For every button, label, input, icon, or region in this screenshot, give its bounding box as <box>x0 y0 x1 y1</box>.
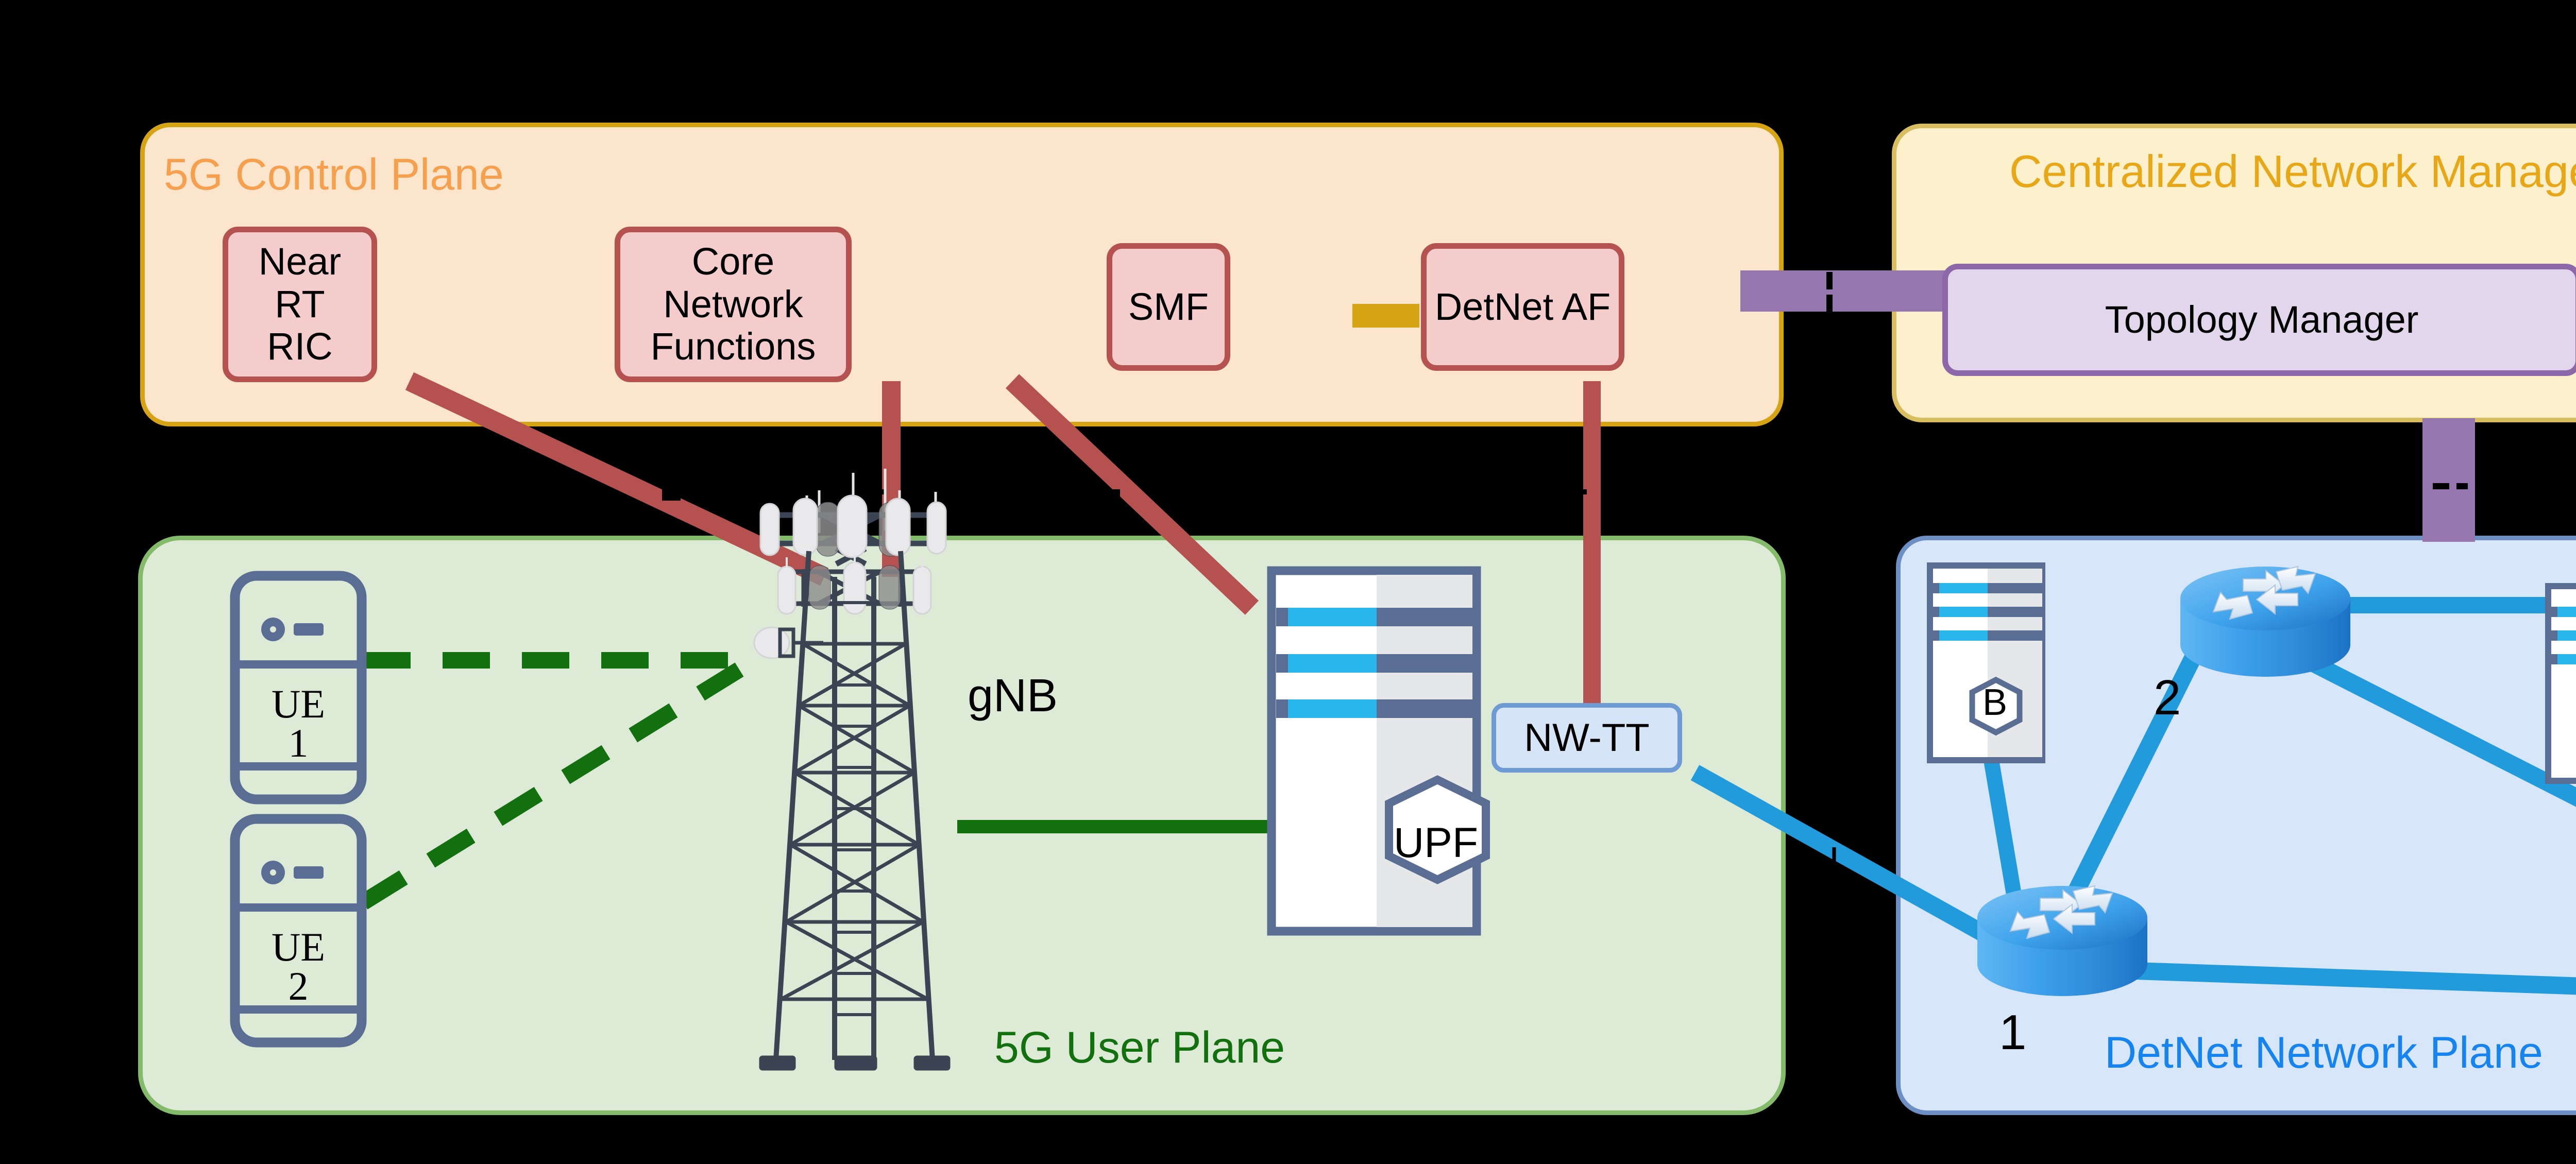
node-topology-manager[interactable]: Topology Manager <box>1942 264 2576 376</box>
panel-title-5g-user-plane: 5G User Plane <box>994 1023 1285 1072</box>
router-2-label: 2 <box>2154 670 2181 725</box>
link-cnf-to-upf <box>1005 374 1259 615</box>
node-detnet-af-label: DetNet AF <box>1434 285 1611 328</box>
link-cnm-to-detnet-plane <box>2422 418 2475 542</box>
node-smf-label: SMF <box>1128 285 1209 328</box>
endpoint-b-label: B <box>1982 682 2008 723</box>
node-nw-tt-label: NW-TT <box>1524 715 1650 760</box>
node-detnet-af[interactable]: DetNet AF <box>1421 243 1624 371</box>
link-ric-to-gnb <box>405 372 829 586</box>
node-topology-manager-label: Topology Manager <box>2105 298 2419 341</box>
link-router2-to-router3 <box>2291 646 2576 807</box>
node-core-network-functions-line2: Functions <box>650 325 816 368</box>
node-near-rt-ric-line2: RIC <box>267 325 333 368</box>
router-1-icon[interactable] <box>1972 876 2153 1015</box>
link-ue2-to-gnb <box>359 662 744 910</box>
ue2-label-line2: 2 <box>288 964 309 1008</box>
node-core-network-functions-line1: Core Network <box>663 239 803 326</box>
ue2-label-line1: UE <box>272 925 325 969</box>
gnb-tower-icon[interactable] <box>746 469 1014 1112</box>
panel-title-centralized-network-manager: Centralized Network Manager <box>2009 146 2576 197</box>
phone-icon <box>230 814 367 1048</box>
node-smf[interactable]: SMF <box>1107 243 1230 371</box>
link-detnet-af-to-nwtt <box>1571 381 1601 706</box>
panel-title-5g-control-plane: 5G Control Plane <box>164 150 504 199</box>
ue1-label-line1: UE <box>272 681 325 726</box>
link-smf-to-detnet-af <box>1352 304 1419 328</box>
gnb-label: gNB <box>968 670 1058 722</box>
link-router1-to-router3 <box>2060 960 2576 995</box>
link-nwtt-to-router1 <box>1690 765 2006 951</box>
node-nw-tt[interactable]: NW-TT <box>1492 703 1682 773</box>
node-core-network-functions[interactable]: Core Network Functions <box>615 227 852 382</box>
upf-server-icon[interactable] <box>1267 566 1490 937</box>
node-near-rt-ric-line1: Near RT <box>258 239 342 326</box>
panel-title-detnet-network-plane: DetNet Network Plane <box>2105 1028 2543 1077</box>
endpoint-b-server-icon[interactable] <box>1927 562 2045 763</box>
ue1-label-line2: 1 <box>288 721 309 765</box>
upf-label: UPF <box>1394 819 1478 866</box>
router-1-label: 1 <box>1999 1005 2027 1060</box>
endpoint-d-server-icon[interactable] <box>2545 583 2576 784</box>
router-2-icon[interactable] <box>2175 556 2355 695</box>
phone-icon <box>230 571 367 804</box>
node-near-rt-ric[interactable]: Near RT RIC <box>223 227 377 382</box>
link-router1-to-router2 <box>2050 614 2221 931</box>
